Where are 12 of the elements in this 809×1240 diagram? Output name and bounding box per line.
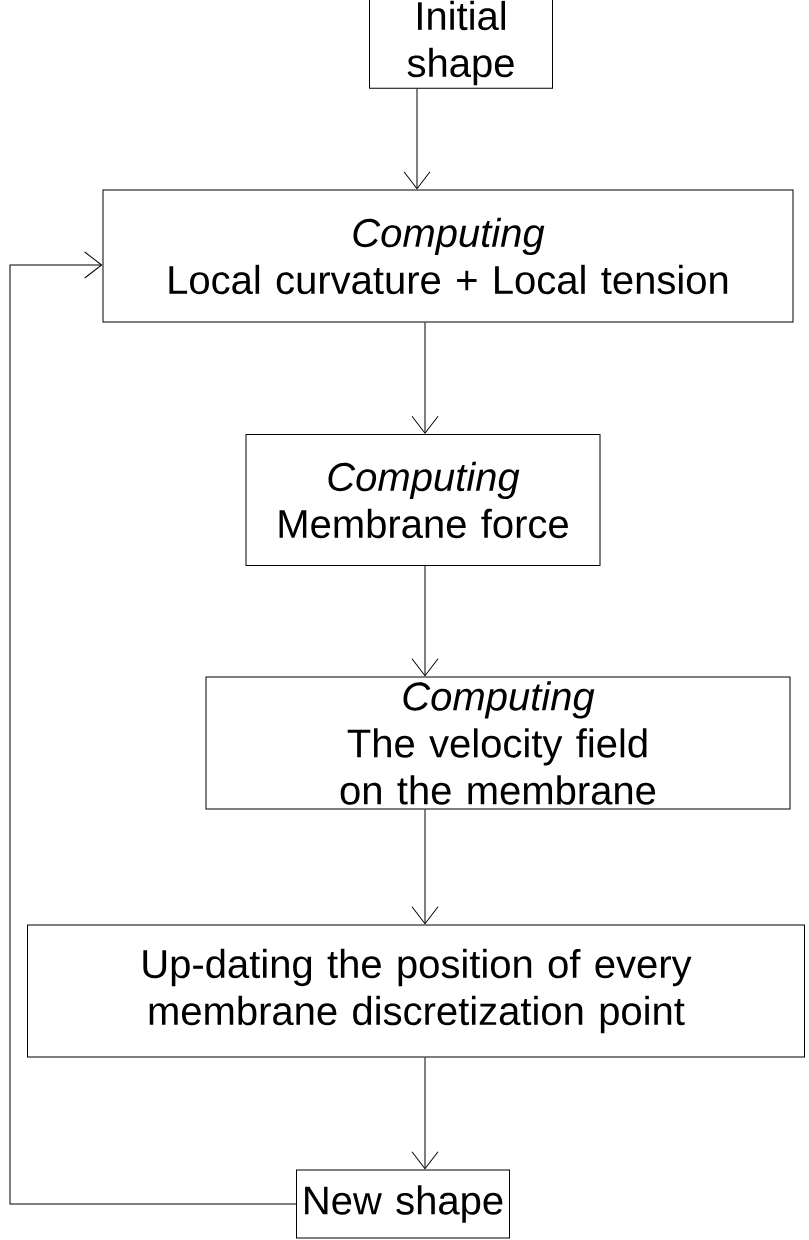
arrow — [411, 809, 439, 925]
process-box: Computing The velocity field on the membrane — [205, 676, 791, 810]
process-box: Initial shape — [369, 0, 553, 89]
arrow — [403, 88, 431, 190]
process-box: New shape — [296, 1169, 510, 1239]
process-box: Computing Local curvature + Local tension — [102, 189, 794, 323]
process-box: Computing Membrane force — [245, 434, 601, 566]
arrow — [411, 565, 439, 677]
arrow — [411, 322, 439, 434]
arrow — [9, 251, 297, 1205]
arrow — [411, 1057, 439, 1170]
process-box: Up-dating the position of every membrane discretization point — [27, 924, 805, 1058]
